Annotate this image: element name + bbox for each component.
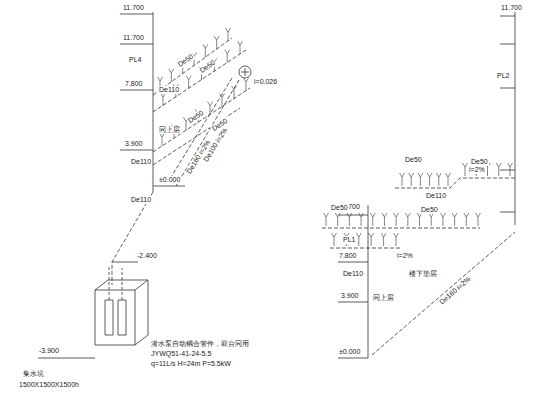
drawing-label: 3.900	[124, 140, 144, 148]
drawing-label: PL1	[342, 236, 356, 244]
drawing-label: PL2	[496, 72, 510, 80]
drawing-label: 7.800	[338, 252, 358, 260]
fixture-symbol	[161, 93, 166, 106]
fixture-symbol	[186, 76, 191, 89]
drawing-label: PL4	[128, 56, 142, 64]
fixture-symbol	[332, 233, 337, 246]
fixture-symbol	[347, 213, 352, 226]
drawing-label: i=2%	[396, 252, 414, 260]
fixture-symbol	[208, 102, 213, 115]
fixture-symbol	[394, 213, 399, 226]
drawing-label: 楼下垫层	[408, 270, 438, 278]
drawing-label: De160 i=2%	[437, 275, 473, 308]
fixture-symbol	[409, 173, 414, 186]
drawing-label: 集水坑	[22, 370, 45, 378]
drawing-label: De50	[470, 158, 489, 166]
drawing-label: ±0.000	[158, 176, 181, 184]
drawing-label: JYWQ51-41-24-5.5	[150, 350, 212, 358]
fixture-symbol	[452, 213, 457, 226]
drawing-label: -2.400	[136, 252, 158, 260]
fixture-symbol	[369, 233, 374, 246]
fixture-symbol	[405, 213, 410, 226]
fixture-symbol	[508, 163, 513, 176]
fixture-symbol	[476, 213, 481, 226]
drawing-label: 11.700	[122, 34, 145, 42]
fixture-symbol	[335, 213, 340, 226]
drawing-label: q=11L/s H=24m P=5.5kW	[150, 360, 232, 368]
fixture-symbol	[463, 163, 468, 176]
fixture-symbol	[440, 213, 445, 226]
drawing-label: De50	[186, 108, 206, 125]
fixture-symbol	[226, 28, 231, 41]
fixture-symbol	[429, 213, 434, 226]
fixture-symbol	[400, 173, 405, 186]
drawing-label: De50	[420, 206, 439, 214]
drawing-label: De50	[330, 204, 349, 212]
fixture-symbol	[203, 44, 208, 57]
fixture-symbol	[382, 213, 387, 226]
drawing-label: i=0.026	[253, 78, 278, 86]
drawing-label: De110	[158, 86, 180, 94]
drawing-label: De110	[342, 270, 364, 278]
fixture-symbol	[496, 163, 501, 176]
drawing-label: De110	[130, 196, 152, 204]
drawing-label: 11.700	[122, 4, 145, 12]
drawing-label: 7.800	[124, 80, 144, 88]
fixture-symbol	[381, 233, 386, 246]
drawing-label: De50	[404, 156, 423, 164]
fixture-symbol	[232, 86, 237, 99]
fixture-symbol	[169, 69, 174, 82]
fixture-symbol	[427, 173, 432, 186]
fixture-symbol	[214, 36, 219, 49]
fixture-symbol	[225, 50, 230, 63]
drawing-label: 1500X1500X1500h	[18, 381, 80, 389]
drawing-label: 潜水泵自动耦合管件，双台同用	[150, 340, 250, 348]
fixture-symbol	[359, 213, 364, 226]
drawing-label: 11.700	[500, 4, 523, 12]
fixture-symbol	[418, 173, 423, 186]
fixture-symbol	[464, 213, 469, 226]
drawing-label: De110	[130, 158, 152, 166]
drawing-label: 同上层	[372, 294, 395, 302]
fixture-symbol	[324, 213, 329, 226]
drawing-label: 同上层	[158, 126, 181, 134]
drawing-label: 3.900	[340, 292, 360, 300]
drawing-label: i=2%	[468, 166, 486, 174]
drawing-label: De110	[425, 192, 447, 200]
drawing-label: -3.900	[38, 347, 60, 355]
fixture-symbol	[394, 233, 399, 246]
fixture-symbol	[436, 173, 441, 186]
drawing-label: ±0.000	[338, 348, 361, 356]
fixture-symbol	[238, 41, 243, 54]
fixture-symbol	[244, 78, 249, 91]
fixture-symbol	[417, 213, 422, 226]
drawing-label: De50	[198, 58, 218, 75]
fixture-symbol	[446, 173, 451, 186]
fixture-symbol	[220, 94, 225, 107]
fixture-symbol	[356, 233, 361, 246]
fixture-symbol	[370, 213, 375, 226]
fixture-symbol	[160, 133, 165, 146]
